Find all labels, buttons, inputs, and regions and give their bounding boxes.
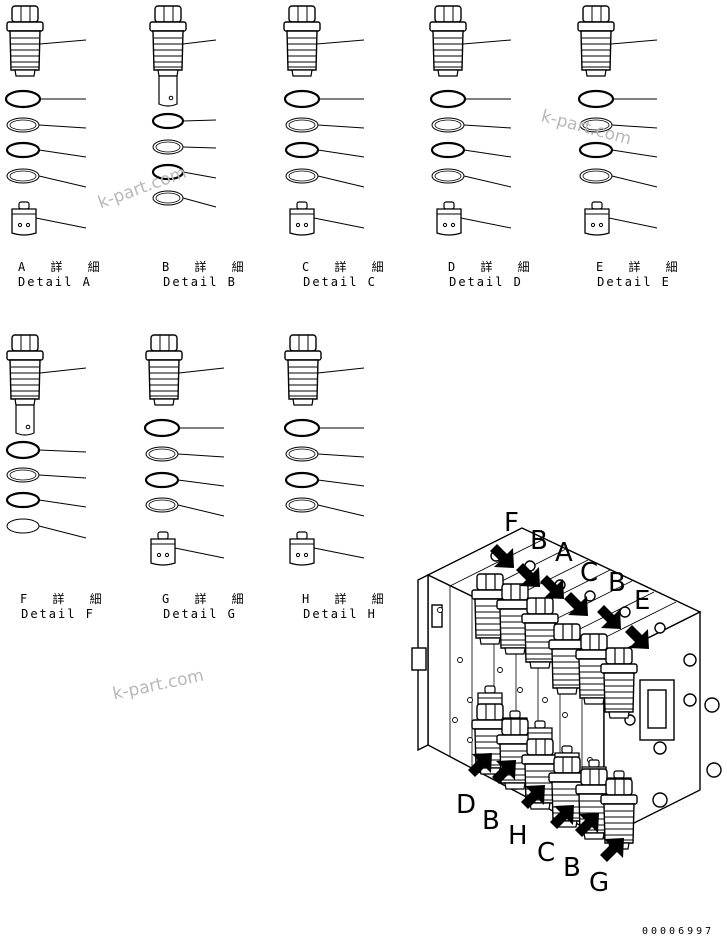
detail-e-en: Detail E <box>597 275 671 289</box>
detail-a-en: Detail A <box>18 275 92 289</box>
detail-e-jp: E 詳 細 <box>596 260 687 274</box>
detail-b-jp: B 詳 細 <box>162 260 253 274</box>
detail-h-jp: H 詳 細 <box>302 592 393 606</box>
detail-e-parts <box>577 5 658 236</box>
detail-a-parts <box>4 5 87 236</box>
detail-b-parts <box>150 6 217 208</box>
arrow-label-top-f: F <box>504 508 519 538</box>
detail-h-label: H 詳 細 Detail H <box>302 590 393 621</box>
detail-g-label: G 詳 細 Detail G <box>162 590 253 621</box>
detail-c-jp: C 詳 細 <box>302 260 393 274</box>
arrow-label-bottom-h: H <box>508 821 528 851</box>
arrow-label-bottom-b1: B <box>482 806 500 836</box>
detail-g-parts <box>143 334 225 566</box>
detail-e-label: E 詳 細 Detail E <box>596 258 687 289</box>
detail-g-jp: G 詳 細 <box>162 592 253 606</box>
detail-h-parts <box>283 334 365 566</box>
detail-a-jp: A 詳 細 <box>18 260 109 274</box>
detail-f-jp: F 詳 細 <box>20 592 111 606</box>
detail-h-en: Detail H <box>303 607 377 621</box>
detail-c-parts <box>283 5 365 236</box>
detail-d-jp: D 詳 細 <box>448 260 539 274</box>
arrow-label-top-a: A <box>555 538 573 568</box>
detail-f-label: F 詳 細 Detail F <box>20 590 111 621</box>
arrow-label-bottom-g: G <box>589 868 610 898</box>
bottom-arrows <box>468 753 624 862</box>
arrow-label-top-b2: B <box>608 568 626 598</box>
document-number: 00006997 <box>642 926 715 937</box>
detail-a-label: A 詳 細 Detail A <box>18 258 109 289</box>
arrow-label-top-b1: B <box>530 526 548 556</box>
top-arrows <box>490 544 649 649</box>
arrow-label-top-c: C <box>580 558 599 588</box>
arrow-label-bottom-b2: B <box>563 853 581 883</box>
detail-f-en: Detail F <box>21 607 95 621</box>
detail-b-en: Detail B <box>163 275 237 289</box>
detail-b-label: B 詳 細 Detail B <box>162 258 253 289</box>
detail-c-en: Detail C <box>303 275 377 289</box>
detail-d-en: Detail D <box>449 275 523 289</box>
detail-c-label: C 詳 細 Detail C <box>302 258 393 289</box>
detail-g-en: Detail G <box>163 607 237 621</box>
arrow-label-bottom-c: C <box>537 838 556 868</box>
detail-f-parts <box>5 335 87 539</box>
arrow-label-top-e: E <box>634 586 651 616</box>
detail-d-label: D 詳 細 Detail D <box>448 258 539 289</box>
detail-d-parts <box>429 5 512 236</box>
arrow-label-bottom-d: D <box>456 790 477 820</box>
